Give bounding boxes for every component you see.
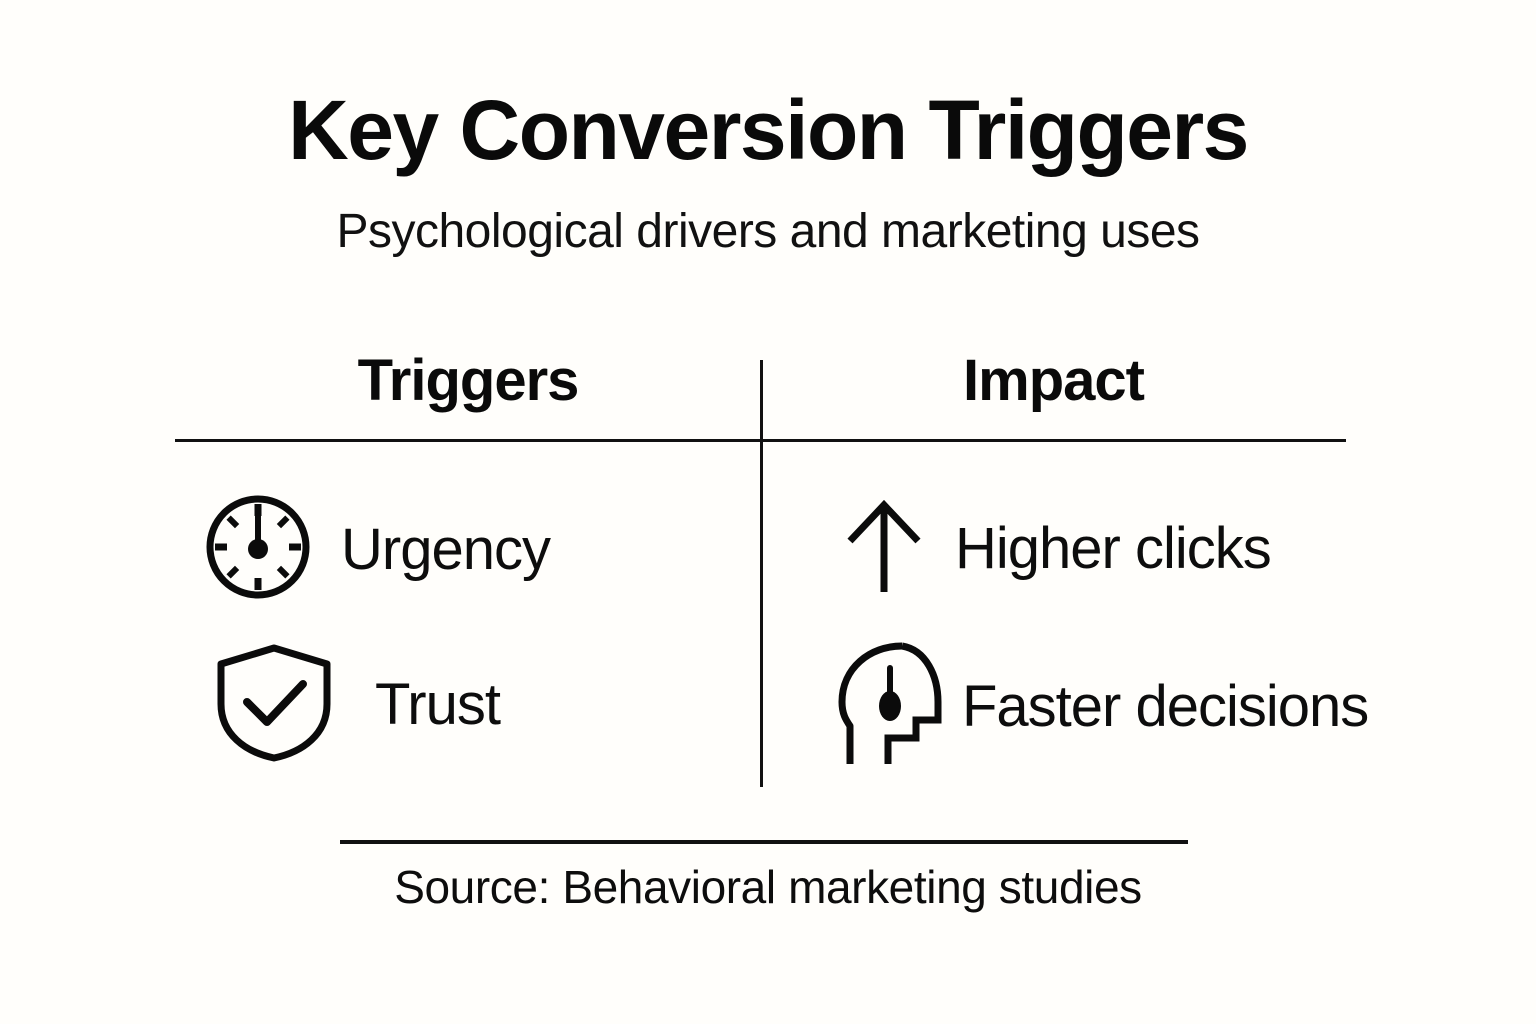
shield-check-icon: [215, 640, 333, 769]
comparison-table: Triggers Impact: [175, 348, 1369, 792]
column-header-triggers: Triggers: [357, 348, 580, 413]
table-row: Trust: [215, 640, 501, 769]
trigger-label: Trust: [375, 671, 501, 737]
page-subtitle: Psychological drivers and marketing uses: [336, 205, 1200, 258]
page-title: Key Conversion Triggers: [288, 83, 1249, 177]
trigger-label: Urgency: [341, 516, 551, 582]
source-note: Source: Behavioral marketing studies: [394, 861, 1142, 913]
table-row: Higher clicks: [843, 498, 1272, 599]
table-row: Urgency: [203, 492, 551, 607]
column-divider-rule: [760, 360, 763, 787]
impact-label: Faster decisions: [962, 673, 1369, 739]
column-header-impact: Impact: [963, 348, 1145, 413]
head-profile-icon: [830, 640, 948, 773]
footer-divider-rule: [340, 840, 1188, 844]
table-row: Faster decisions: [830, 640, 1369, 773]
arrow-up-icon: [843, 498, 925, 599]
impact-label: Higher clicks: [955, 515, 1272, 581]
clock-icon: [203, 492, 313, 607]
